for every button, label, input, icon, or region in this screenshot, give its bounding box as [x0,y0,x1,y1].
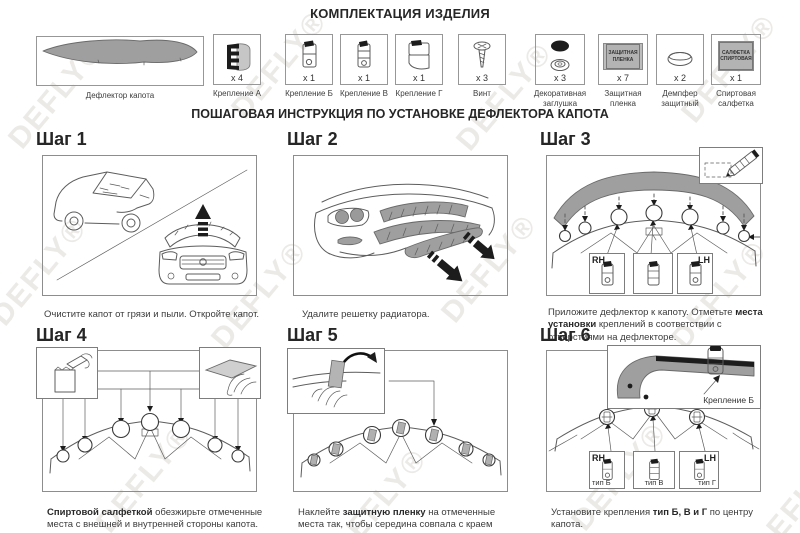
protective-film-icon: ЗАЩИТНАЯ ПЛЕНКА [603,43,643,70]
bracket-box-rh: RH [589,253,625,294]
part-kreplenie-a: x 4 Крепление А [213,34,261,98]
part-plenka: ЗАЩИТНАЯ ПЛЕНКА x 7 Защитная пленка [598,34,648,108]
mark-positions-drawing [551,171,761,269]
bracket-box-tip-v: тип В [633,451,675,489]
deflector-section-icon [616,346,755,400]
bracket-icon [647,260,660,285]
bracket-box-center [633,253,673,294]
step-title: Шаг 2 [287,129,338,149]
down-right-arrow [462,231,495,260]
type-g-label: тип Г [698,478,716,487]
hood-deflector-icon [42,39,198,66]
step-title: Шаг 6 [540,325,591,345]
bracket-a-icon [227,43,251,71]
part-kreplenie-v: x 1 Крепление В [340,34,388,98]
step6-illustration: Крепление Б RH тип Б [546,345,761,492]
bracket-icon [601,260,614,285]
rh-label: RH [592,453,605,463]
apply-film-drawing [300,380,502,478]
step1-illustration [42,155,257,296]
step-title: Шаг 1 [36,129,87,149]
step4-illustration [36,347,261,492]
pencil-inset [699,147,763,184]
wipe-sachet-inset [36,347,98,399]
bracket-icon [602,458,613,480]
part-salfetka: САЛФЕТКА СПИРТОВАЯ x 1 Спиртовая салфетк… [711,34,761,108]
film-application-inset [287,348,385,414]
type-v-label: тип В [644,478,664,487]
part-dempfer: x 2 Демпфер защитный [656,34,704,108]
screw-icon [473,41,491,68]
part-vint: x 3 Винт [458,34,506,98]
type-b-label: тип Б [592,478,611,487]
part-deflector: Дефлектор капота [36,36,204,100]
part-zaglushka: x 3 Декоративная заглушка [534,34,586,108]
lh-label: LH [698,255,710,265]
install-clips-drawing [548,400,760,452]
part-kreplenie-g: x 1 Крепление Г [395,34,443,98]
bracket-icon [649,458,660,480]
bracket-v-icon [357,40,371,68]
lh-label: LH [704,453,716,463]
bracket-box-tip-g: LH тип Г [679,451,719,489]
bracket-box-tip-b: RH тип Б [589,451,625,489]
down-right-arrow [426,250,463,282]
part-label: Дефлектор капота [85,91,155,100]
step-caption: Очистите капот от грязи и пыли. Откройте… [44,308,260,320]
bracket-b-icon [302,40,317,68]
pencil-icon [704,149,760,178]
step-caption: Установите крепления тип Б, В и Г по цен… [551,506,753,531]
clean-hood-drawing [53,169,248,285]
clamp-label: Крепление Б [703,395,754,405]
wiping-hand-icon [204,359,258,396]
step-title: Шаг 5 [287,325,338,345]
remove-grille-drawing [314,183,495,282]
wiping-hand-inset [199,347,261,399]
steps-title: ПОШАГОВАЯ ИНСТРУКЦИЯ ПО УСТАНОВКЕ ДЕФЛЕК… [191,107,609,121]
rh-label: RH [592,255,605,265]
step5-illustration [287,348,508,492]
step3-illustration: RH LH [546,147,763,296]
sachet-open-icon [54,353,93,393]
step-title: Шаг 3 [540,129,591,149]
clamp-section-inset: Крепление Б [607,345,761,409]
step-title: Шаг 4 [36,325,87,345]
step-caption: Удалите решетку радиатора. [302,308,430,320]
step-caption: Спиртовой салфеткой обезжирьте отмеченны… [47,506,263,531]
decorative-plug-icon [550,40,570,71]
step-caption: Приложите дефлектор к капоту. Отметьте м… [548,306,763,343]
alcohol-wipe-icon: САЛФЕТКА СПИРТОВАЯ [718,41,754,71]
part-kreplenie-b: x 1 Крепление Б [285,34,333,98]
step2-illustration [293,155,508,296]
bracket-icon [689,260,702,285]
bracket-g-icon [408,40,430,70]
film-application-icon [292,352,381,408]
bracket-icon [694,458,705,480]
step-caption: Наклейте защитную пленку на отмеченные м… [298,506,496,533]
bracket-box-lh: LH [677,253,713,294]
kit-title: КОМПЛЕКТАЦИЯ ИЗДЕЛИЯ [310,6,490,21]
damper-icon [667,52,693,66]
